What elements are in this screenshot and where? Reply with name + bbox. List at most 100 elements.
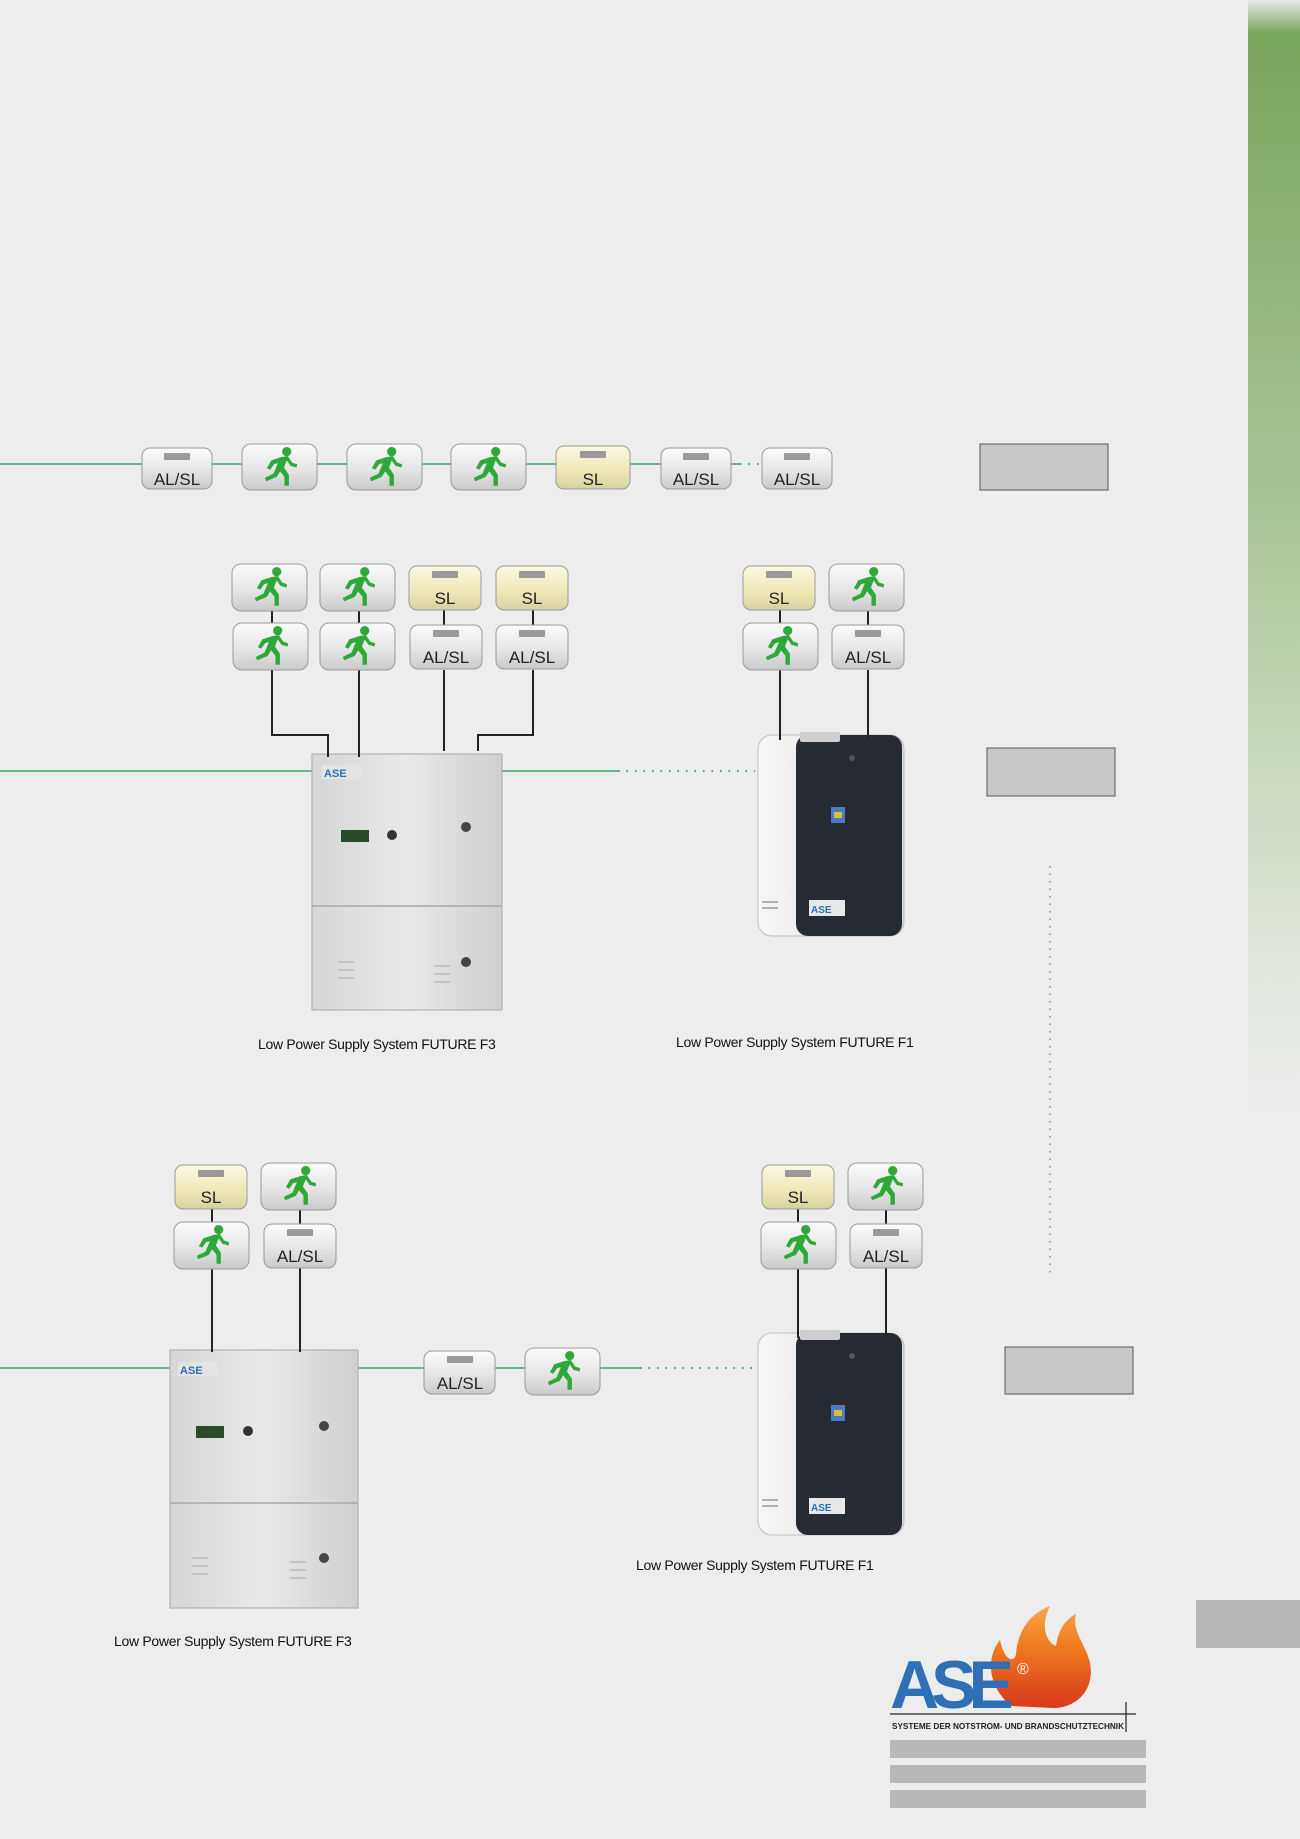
device-front-panel (796, 1333, 902, 1535)
luminaire-icon (766, 571, 792, 578)
cabinet-lock (461, 822, 471, 832)
luminaire-sl: SL (174, 1164, 248, 1210)
logo-registered-mark: ® (1017, 1661, 1029, 1678)
luminaire-al-sl: AL/SL (141, 447, 213, 490)
page-tab-block (1196, 1600, 1300, 1648)
luminaire-icon (873, 1229, 899, 1236)
cabinet-lock (319, 1553, 329, 1563)
exit-sign (319, 563, 396, 612)
exit-sign (231, 563, 308, 612)
luminaire-icon (683, 453, 709, 460)
device-future-f1-top: ASE (757, 732, 905, 937)
cabinet-lock (461, 957, 471, 967)
exit-sign (260, 1162, 337, 1211)
cabinet-logo-text: ASE (324, 768, 347, 780)
f3-top-wiring (271, 603, 534, 757)
caption-f1-top: Low Power Supply System FUTURE F1 (676, 1034, 914, 1050)
luminaire-icon (519, 630, 545, 637)
exit-sign (742, 622, 819, 671)
luminaire-icon (855, 630, 881, 637)
luminaire-label: AL/SL (509, 648, 555, 667)
cabinet-logo-text: ASE (180, 1365, 203, 1377)
flame-icon (990, 1606, 1091, 1708)
luminaire-icon (432, 571, 458, 578)
luminaire-al-sl: AL/SL (761, 447, 833, 490)
cabinet-future-f3-top: ASE (311, 753, 503, 1011)
device-logo (809, 900, 845, 916)
luminaire-label: AL/SL (423, 648, 469, 667)
cabinet-display (341, 830, 369, 842)
device-logo (809, 1498, 845, 1514)
luminaire-label: AL/SL (437, 1374, 483, 1393)
caption-f1-bottom: Low Power Supply System FUTURE F1 (636, 1557, 874, 1573)
luminaire-label: AL/SL (845, 648, 891, 667)
luminaire-label: SL (201, 1188, 222, 1207)
logo-stripe (890, 1765, 1146, 1783)
exit-sign (760, 1221, 837, 1270)
luminaire-label: SL (583, 470, 604, 489)
label-box-1 (979, 443, 1109, 491)
luminaire-al-sl: AL/SL (849, 1223, 923, 1269)
logo-tagline: SYSTEME DER NOTSTROM- UND BRANDSCHUTZTEC… (892, 1722, 1124, 1731)
cabinet-display (196, 1426, 224, 1438)
exit-sign (524, 1347, 601, 1396)
cabinet-logo (178, 1362, 218, 1376)
luminaire-label: AL/SL (673, 470, 719, 489)
exit-sign (241, 443, 318, 491)
luminaire-icon (198, 1170, 224, 1177)
luminaire-sl: SL (555, 445, 631, 490)
exit-sign (173, 1221, 250, 1270)
luminaire-sl: SL (761, 1164, 835, 1210)
luminaire-icon (580, 451, 606, 458)
ase-logo: ASE ® SYSTEME DER NOTSTROM- UND BRANDSCH… (890, 1606, 1146, 1808)
exit-sign (319, 622, 396, 671)
cabinet-lock (319, 1421, 329, 1431)
luminaire-al-sl: AL/SL (409, 624, 483, 670)
luminaire-icon (785, 1170, 811, 1177)
luminaire-icon (519, 571, 545, 578)
luminaire-al-sl: AL/SL (831, 624, 905, 670)
cabinet-future-f3-bottom: ASE (169, 1349, 359, 1609)
device-logo-text: ASE (811, 1503, 832, 1514)
luminaire-sl: SL (742, 565, 816, 611)
logo-stripe (890, 1790, 1146, 1808)
exit-sign (450, 443, 527, 491)
exit-sign (232, 622, 309, 671)
luminaire-al-sl: AL/SL (423, 1350, 496, 1395)
cabinet-button (243, 1426, 253, 1436)
luminaire-label: SL (788, 1188, 809, 1207)
caption-f3-bottom: Low Power Supply System FUTURE F3 (114, 1633, 352, 1649)
exit-sign (346, 443, 423, 491)
luminaire-label: AL/SL (154, 470, 200, 489)
device-logo-text: ASE (811, 905, 832, 916)
device-future-f1-bottom: ASE (757, 1330, 905, 1536)
cabinet-logo (322, 765, 362, 779)
luminaire-label: AL/SL (774, 470, 820, 489)
logo-brand-text: ASE (890, 1647, 1011, 1723)
luminaire-al-sl: AL/SL (263, 1223, 337, 1269)
luminaire-al-sl: AL/SL (660, 447, 732, 490)
luminaire-label: AL/SL (277, 1247, 323, 1266)
luminaire-icon (287, 1229, 313, 1236)
luminaire-al-sl: AL/SL (495, 624, 569, 670)
luminaire-label: SL (522, 589, 543, 608)
luminaire-label: SL (769, 589, 790, 608)
luminaire-label: SL (435, 589, 456, 608)
luminaire-sl: SL (408, 565, 482, 611)
luminaire-icon (164, 453, 190, 460)
luminaire-label: AL/SL (863, 1247, 909, 1266)
luminaire-sl: SL (495, 565, 569, 611)
label-box-3 (1004, 1346, 1134, 1395)
exit-sign (847, 1162, 924, 1211)
side-green-bar (1248, 0, 1300, 1120)
luminaire-icon (447, 1356, 473, 1363)
f1-top-wiring (779, 608, 869, 740)
caption-f3-top: Low Power Supply System FUTURE F3 (258, 1036, 496, 1052)
label-box-2 (986, 747, 1116, 797)
logo-stripe (890, 1740, 1146, 1758)
luminaire-icon (433, 630, 459, 637)
device-front-panel (796, 735, 902, 936)
cabinet-button (387, 830, 397, 840)
luminaire-icon (784, 453, 810, 460)
